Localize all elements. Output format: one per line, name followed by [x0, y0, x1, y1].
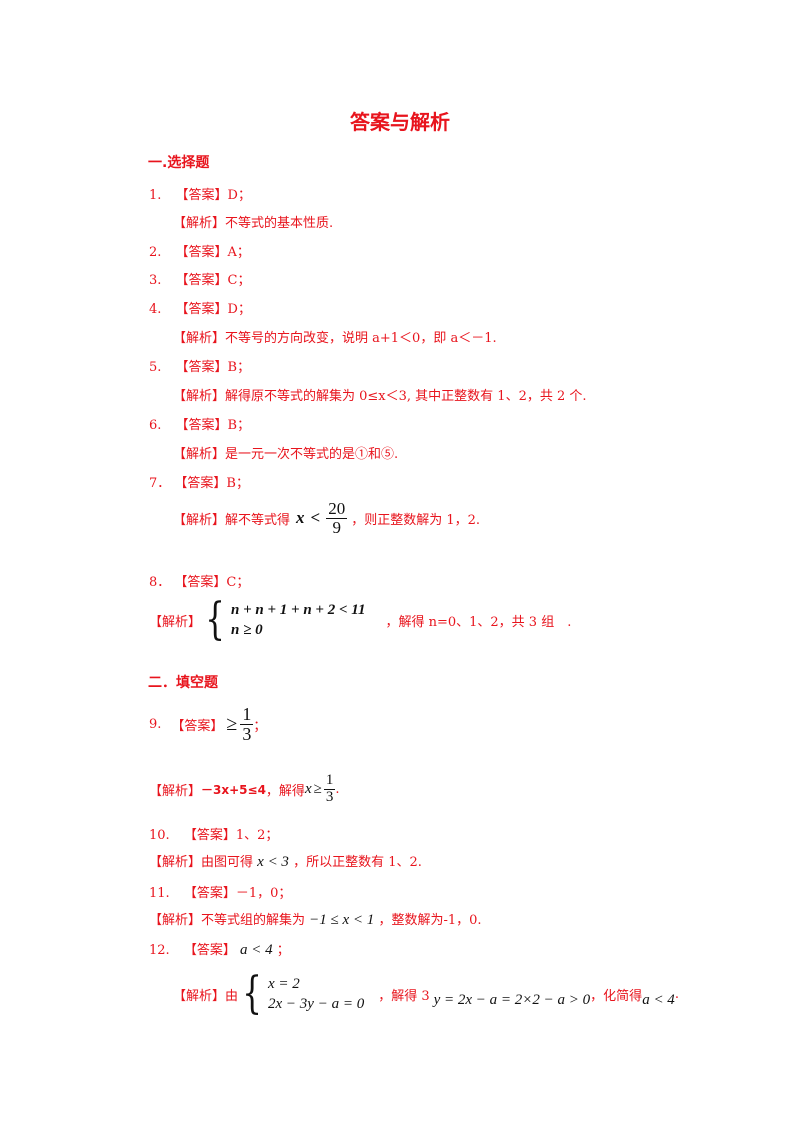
q9-explanation: 【解析】 －3x+5≤4 ，解得 x ≥ 1 3 .: [149, 772, 340, 806]
q7-explanation: 【解析】解不等式得 x < 20 9 ，则正整数解为 1，2.: [173, 500, 480, 537]
q9-variable: x: [304, 780, 312, 797]
q11-explanation: 【解析】不等式组的解集为 −1 ≤ x < 1 ，整数解为-1，0.: [149, 909, 482, 929]
q8-number: 8．: [149, 575, 171, 590]
q9-explanation-mid: ，解得: [265, 783, 305, 799]
q7-answer: 7． 【答案】B；: [149, 472, 249, 491]
q6-answer: 6. 【答案】B；: [149, 414, 250, 433]
section-heading-fill: 二．填空题: [148, 675, 218, 691]
q10-answer-text: 【答案】1、2；: [183, 828, 279, 843]
q9-fraction-denominator: 3: [242, 723, 252, 744]
q11-explanation-suffix: ，整数解为-1，0.: [378, 913, 482, 928]
q12-answer-math: a < 4: [239, 942, 273, 958]
q12-system: { x = 2 2x − 3y − a = 0: [238, 972, 364, 1016]
q8-row-2: n ≥ 0: [231, 622, 263, 638]
q4-answer-text: 【答案】D；: [175, 302, 251, 317]
q9-fraction-2-denominator: 3: [325, 788, 334, 805]
q12-left-brace: {: [242, 968, 262, 1019]
q8-left-brace: {: [205, 594, 225, 645]
q11-explanation-prefix: 【解析】不等式组的解集为: [149, 913, 306, 928]
q12-row-2: 2x − 3y − a = 0: [268, 996, 365, 1012]
q12-explanation-prefix: 【解析】由: [173, 988, 239, 1004]
q9-fraction: 1 3: [240, 704, 254, 744]
q8-system-rows: n + n + 1 + n + 2 < 11 n ≥ 0: [231, 600, 365, 641]
q10-math: x < 3: [257, 854, 289, 870]
q4-number: 4.: [149, 302, 162, 317]
q11-number: 11.: [149, 886, 170, 901]
q11-answer-text: 【答案】－1，0；: [183, 886, 292, 901]
page-title: 答案与解析: [350, 110, 450, 134]
q9-answer: 9. 【答案】 ≥ 1 3 ；: [149, 705, 266, 744]
q6-explanation: 【解析】是一元一次不等式的是①和⑤.: [173, 447, 399, 462]
q9-fraction-2: 1 3: [323, 772, 336, 806]
q12-number: 12.: [149, 943, 170, 958]
q9-period: .: [335, 781, 340, 797]
q10-number: 10.: [149, 828, 170, 843]
q9-geq-2: ≥: [313, 780, 322, 797]
q10-explanation: 【解析】由图可得 x < 3 ，所以正整数有 1、2.: [149, 851, 422, 871]
q9-semicolon: ；: [253, 718, 267, 734]
q8-explanation-prefix: 【解析】: [149, 614, 202, 630]
q5-answer-text: 【答案】B；: [175, 360, 251, 375]
q2-answer-text: 【答案】A；: [175, 245, 250, 260]
q8-answer-text: 【答案】C；: [174, 575, 250, 590]
q1-explanation: 【解析】不等式的基本性质.: [173, 216, 334, 231]
q7-number: 7．: [149, 476, 171, 491]
q7-fraction: 20 9: [326, 499, 348, 537]
q8-explanation: 【解析】 { n + n + 1 + n + 2 < 11 n ≥ 0 ，解得 …: [149, 598, 571, 642]
q9-fraction-2-numerator: 1: [323, 772, 336, 790]
q12-semicolon: ；: [276, 943, 290, 958]
q2-number: 2.: [149, 245, 162, 260]
q5-answer: 5. 【答案】B；: [149, 356, 250, 375]
q9-inequality: －3x+5≤4: [201, 782, 266, 797]
q9-answer-text: 【答案】: [171, 718, 224, 734]
q1-answer: 1. 【答案】D；: [149, 184, 251, 203]
q7-less-than: <: [310, 508, 321, 528]
section-heading-choice: 一.选择题: [148, 155, 210, 171]
q8-system: { n + n + 1 + n + 2 < 11 n ≥ 0: [201, 598, 365, 642]
q12-explanation: 【解析】由 { x = 2 2x − 3y − a = 0 ，解得 3 y = …: [173, 972, 679, 1016]
q12-explanation-mid-2: ，化简得: [590, 988, 643, 1004]
q12-system-rows: x = 2 2x − 3y − a = 0: [268, 974, 364, 1015]
q7-fraction-numerator: 20: [326, 499, 348, 519]
q12-answer: 12. 【答案】 a < 4 ；: [149, 939, 290, 959]
q6-answer-text: 【答案】B；: [175, 418, 251, 433]
q7-answer-text: 【答案】B；: [174, 476, 249, 491]
q3-number: 3.: [149, 273, 162, 288]
q12-row-1: x = 2: [268, 975, 300, 992]
q7-variable: x: [296, 508, 305, 528]
q5-explanation: 【解析】解得原不等式的解集为 0≤x＜3, 其中正整数有 1、2，共 2 个.: [173, 389, 587, 404]
q4-answer: 4. 【答案】D；: [149, 298, 251, 317]
q2-answer: 2. 【答案】A；: [149, 241, 250, 260]
q7-explanation-suffix: ，则正整数解为 1，2.: [351, 512, 481, 528]
q3-answer-text: 【答案】C；: [175, 273, 251, 288]
q9-explanation-prefix: 【解析】: [149, 783, 202, 799]
q11-math: −1 ≤ x < 1: [309, 912, 375, 928]
q12-answer-text: 【答案】: [183, 943, 236, 958]
q10-answer: 10. 【答案】1、2；: [149, 824, 278, 843]
q7-fraction-denominator: 9: [332, 517, 341, 537]
q10-explanation-suffix: ，所以正整数有 1、2.: [293, 855, 422, 870]
q10-explanation-prefix: 【解析】由图可得: [149, 855, 254, 870]
q12-math: y = 2x − a = 2×2 − a > 0: [433, 991, 591, 1008]
q1-answer-text: 【答案】D；: [175, 188, 251, 203]
q4-explanation: 【解析】不等号的方向改变，说明 a+1＜0，即 a＜－1.: [173, 331, 497, 346]
q8-explanation-suffix: ，解得 n=0、1、2，共 3 组 .: [385, 614, 572, 630]
q12-explanation-mid: ，解得 3: [378, 988, 430, 1004]
q9-number: 9.: [149, 716, 162, 732]
q8-answer: 8． 【答案】C；: [149, 571, 249, 590]
q12-math-2: a < 4: [642, 991, 675, 1008]
q7-explanation-prefix: 【解析】解不等式得: [173, 512, 291, 528]
q9-fraction-numerator: 1: [240, 704, 254, 725]
q6-number: 6.: [149, 418, 162, 433]
q3-answer: 3. 【答案】C；: [149, 269, 251, 288]
q11-answer: 11. 【答案】－1，0；: [149, 882, 291, 901]
q1-number: 1.: [149, 188, 162, 203]
q12-period: .: [674, 986, 679, 1002]
q8-row-1: n + n + 1 + n + 2 < 11: [231, 601, 366, 618]
q9-geq: ≥: [226, 712, 238, 735]
q5-number: 5.: [149, 360, 162, 375]
